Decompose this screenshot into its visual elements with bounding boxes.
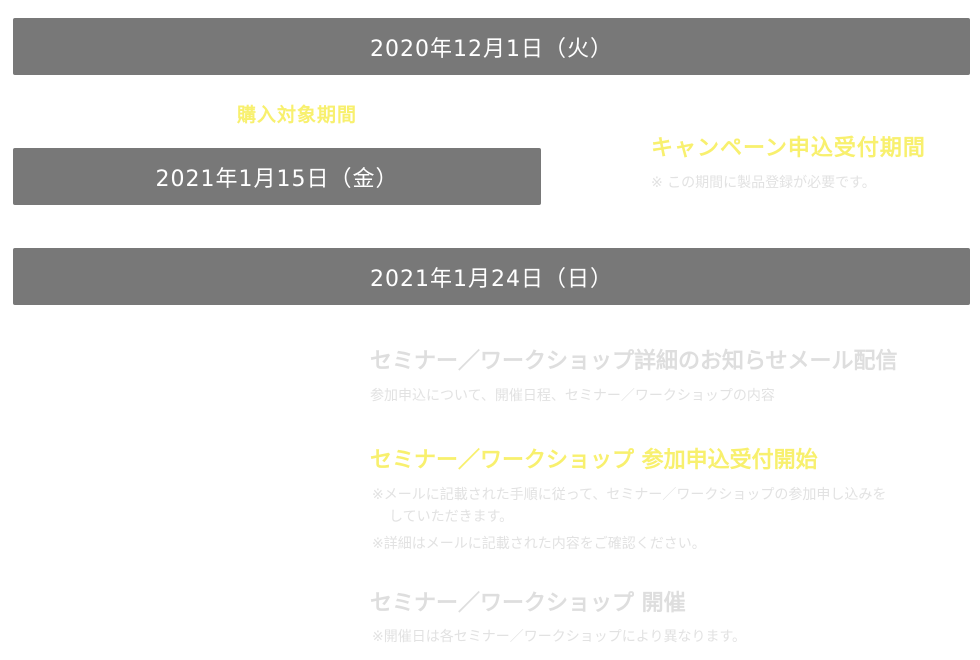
purchase-end-date-bar: 2021年1月15日（金）: [13, 148, 541, 205]
campaign-period-note: ※ この期間に製品登録が必要です。: [651, 175, 876, 191]
start-date-bar: 2020年12月1日（火）: [13, 18, 970, 75]
step-registration-note-2: ※詳細はメールに記載された内容をご確認ください。: [372, 536, 706, 552]
step-email-notice-desc: 参加申込について、開催日程、セミナー／ワークショップの内容: [370, 388, 775, 404]
step-event-note: ※開催日は各セミナー／ワークショップにより異なります。: [372, 629, 747, 645]
step-registration-note-1: ※メールに記載された手順に従って、セミナー／ワークショップの参加申し込みを: [372, 487, 887, 503]
step-email-notice-title: セミナー／ワークショップ詳細のお知らせメール配信: [370, 349, 898, 374]
campaign-end-date-bar: 2021年1月24日（日）: [13, 248, 970, 305]
campaign-period-title: キャンペーン申込受付期間: [651, 136, 926, 161]
purchase-period-label: 購入対象期間: [237, 104, 358, 126]
step-registration-note-1-cont: していただきます。: [389, 509, 514, 525]
start-date-label: 2020年12月1日（火）: [370, 36, 613, 62]
step-registration-start-title: セミナー／ワークショップ 参加申込受付開始: [370, 448, 818, 473]
campaign-end-date-label: 2021年1月24日（日）: [370, 266, 613, 292]
purchase-end-date-label: 2021年1月15日（金）: [155, 166, 399, 192]
step-event-title: セミナー／ワークショップ 開催: [370, 591, 686, 616]
